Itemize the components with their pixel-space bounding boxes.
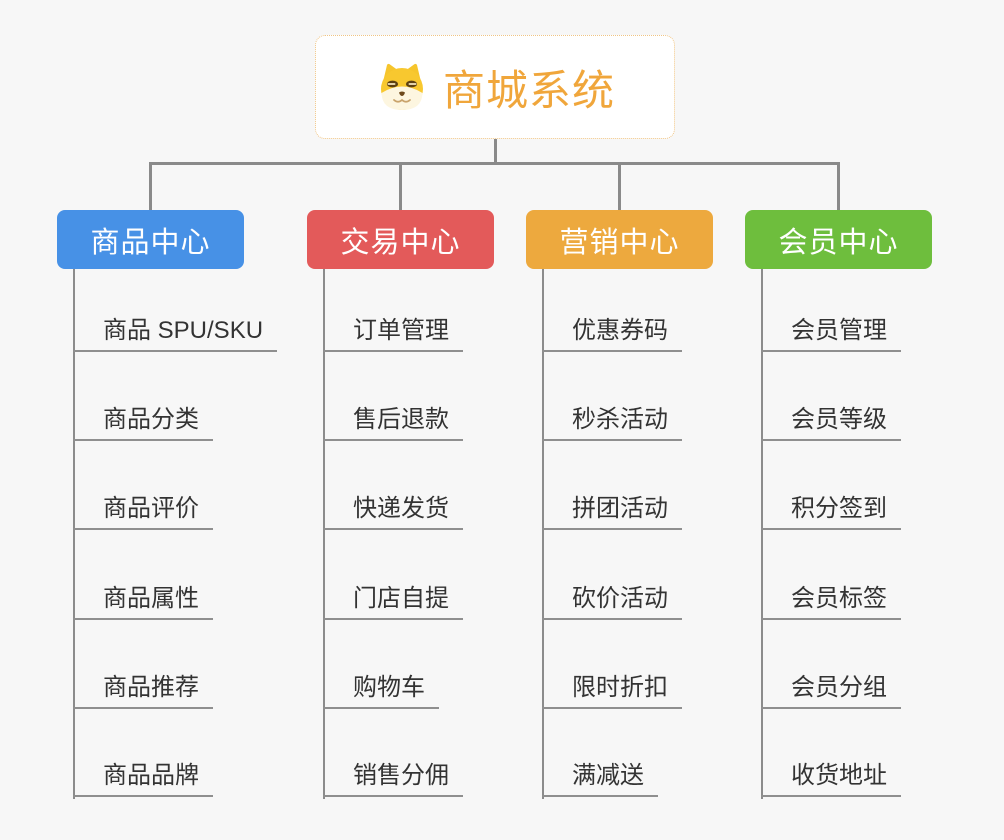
- leaf-node[interactable]: 门店自提: [323, 580, 463, 620]
- leaf-node[interactable]: 商品评价: [73, 490, 213, 530]
- root-title: 商城系统: [442, 66, 615, 114]
- leaf-node[interactable]: 收货地址: [761, 757, 901, 797]
- leaf-node[interactable]: 会员等级: [761, 401, 901, 441]
- root-node[interactable]: 商城系统: [315, 35, 675, 139]
- leaf-node[interactable]: 商品推荐: [73, 669, 213, 709]
- leaf-node[interactable]: 售后退款: [323, 401, 463, 441]
- leaf-node[interactable]: 拼团活动: [542, 490, 682, 530]
- branch-header-product[interactable]: 商品中心: [57, 210, 244, 269]
- branch-header-marketing[interactable]: 营销中心: [526, 210, 713, 269]
- branch-line-product: [73, 269, 75, 799]
- branch-line-trade: [323, 269, 325, 799]
- branch-product-center: 商品中心 商品 SPU/SKU 商品分类 商品评价 商品属性 商品推荐 商品品牌: [57, 210, 278, 799]
- leaf-node[interactable]: 秒杀活动: [542, 401, 682, 441]
- shiba-dog-icon: [375, 62, 429, 112]
- branch-line-marketing: [542, 269, 544, 799]
- leaf-node[interactable]: 会员管理: [761, 312, 901, 352]
- branch-header-trade[interactable]: 交易中心: [307, 210, 494, 269]
- branch-line-member: [761, 269, 763, 799]
- leaf-node[interactable]: 商品分类: [73, 401, 213, 441]
- connector-horizontal: [149, 162, 840, 165]
- branch-header-member[interactable]: 会员中心: [745, 210, 932, 269]
- connector-drop-member: [837, 162, 840, 210]
- leaf-node[interactable]: 购物车: [323, 669, 439, 709]
- branch-trade-center: 交易中心 订单管理 售后退款 快递发货 门店自提 购物车 销售分佣: [307, 210, 494, 799]
- connector-drop-trade: [399, 162, 402, 210]
- branch-marketing-center: 营销中心 优惠券码 秒杀活动 拼团活动 砍价活动 限时折扣 满减送: [526, 210, 713, 799]
- leaf-node[interactable]: 砍价活动: [542, 580, 682, 620]
- leaf-node[interactable]: 商品 SPU/SKU: [73, 312, 278, 352]
- leaf-node[interactable]: 会员标签: [761, 580, 901, 620]
- connector-drop-product: [149, 162, 152, 210]
- leaf-node[interactable]: 商品品牌: [73, 757, 213, 797]
- leaf-node[interactable]: 积分签到: [761, 490, 901, 530]
- leaf-node[interactable]: 订单管理: [323, 312, 463, 352]
- leaf-node[interactable]: 商品属性: [73, 580, 213, 620]
- leaf-node[interactable]: 优惠券码: [542, 312, 682, 352]
- connector-drop-marketing: [618, 162, 621, 210]
- branch-member-center: 会员中心 会员管理 会员等级 积分签到 会员标签 会员分组 收货地址: [745, 210, 932, 799]
- leaf-node[interactable]: 销售分佣: [323, 757, 463, 797]
- leaf-node[interactable]: 快递发货: [323, 490, 463, 530]
- connector-root-stub: [494, 139, 497, 165]
- leaf-node[interactable]: 满减送: [542, 757, 658, 797]
- leaf-node[interactable]: 会员分组: [761, 669, 901, 709]
- leaf-node[interactable]: 限时折扣: [542, 669, 682, 709]
